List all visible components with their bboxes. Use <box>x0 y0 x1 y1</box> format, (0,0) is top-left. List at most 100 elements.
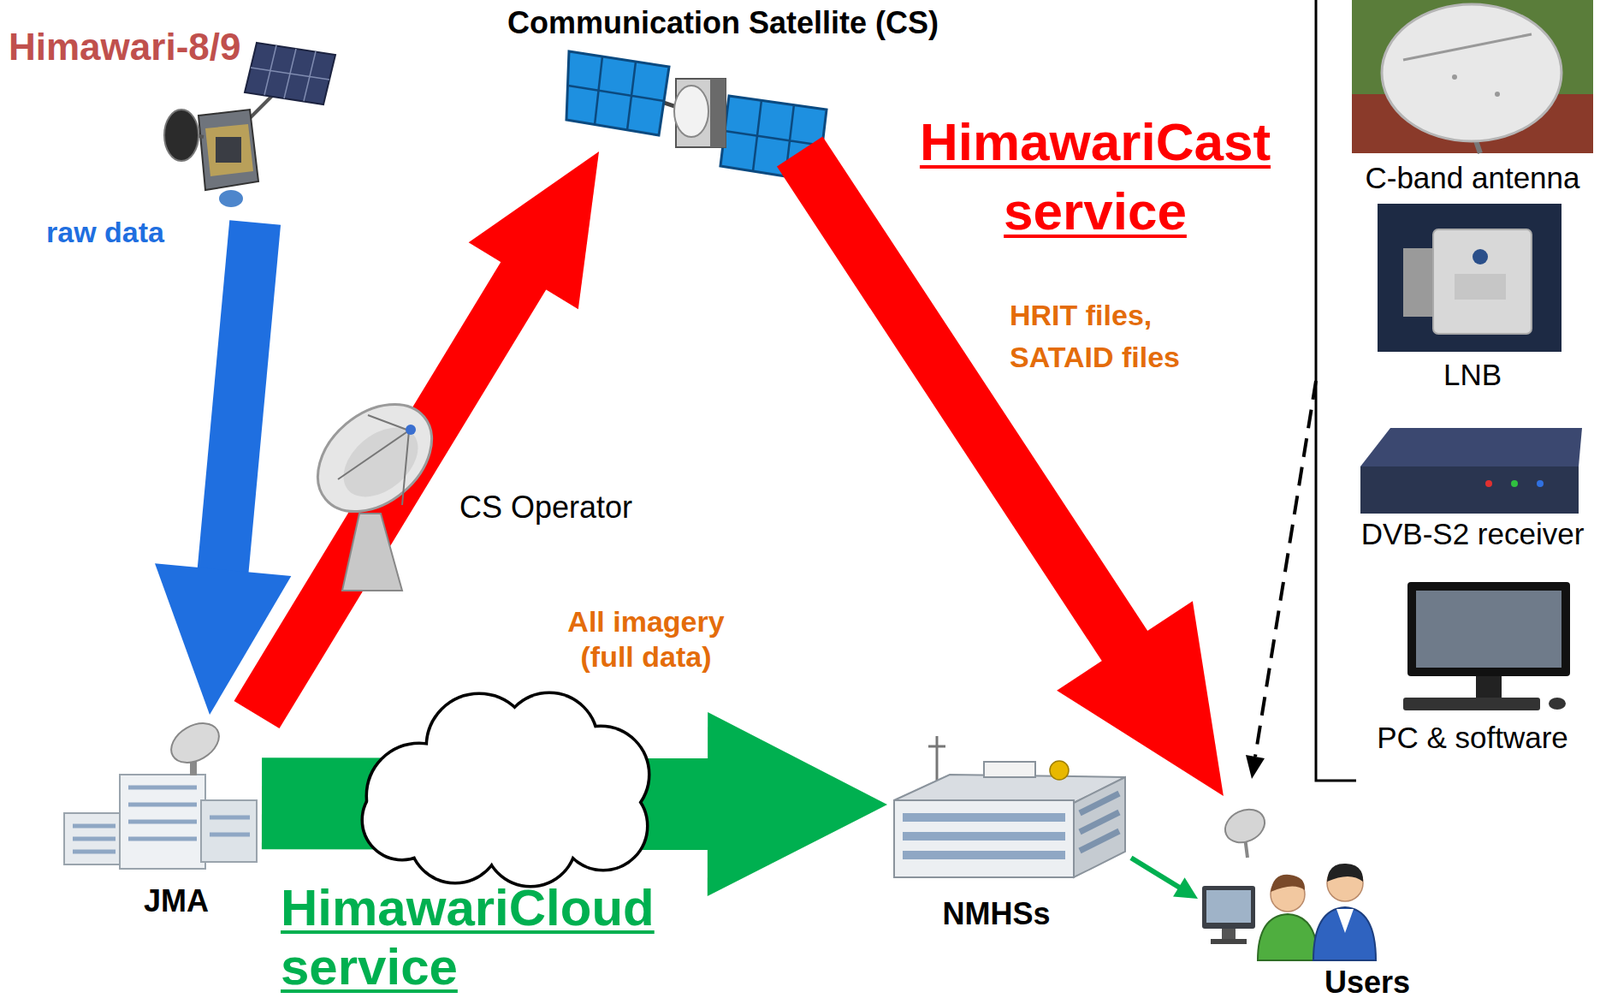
equipment-caption: PC & software <box>1347 720 1598 755</box>
pc-photo <box>1548 697 1566 710</box>
communication-satellite-icon <box>710 78 726 148</box>
pc-photo <box>1403 697 1541 711</box>
node-text: NMHSs <box>942 895 1050 931</box>
c-band-antenna-photo <box>1381 4 1562 142</box>
lnb-photo <box>1377 203 1562 352</box>
uplink-dish-icon <box>405 424 416 435</box>
jma-building-icon <box>164 715 226 771</box>
users-icon <box>1327 863 1363 882</box>
arrow-shaft <box>222 222 255 572</box>
jma-building-icon <box>64 715 257 869</box>
label-text: C-band antenna <box>1347 160 1598 196</box>
lnb-photo <box>1377 203 1562 352</box>
c-band-antenna-photo <box>1451 74 1458 80</box>
service-title: HimawariCast service <box>906 107 1284 246</box>
cloud-symbol <box>363 693 648 885</box>
communication-satellite-icon <box>674 85 709 137</box>
pc-photo <box>1403 581 1571 711</box>
users-node: Users <box>1197 795 1421 1002</box>
small-flow-arrow <box>1131 857 1198 899</box>
node-text: Communication Satellite (CS) <box>507 5 939 41</box>
service-title: HimawariCloud service <box>280 877 675 996</box>
users-icon <box>1202 885 1256 929</box>
flow-label: All imagery (full data) <box>547 604 745 675</box>
communication-satellite-icon <box>568 56 664 131</box>
data-flow-arrow <box>256 151 599 715</box>
nmhs-building-icon <box>1079 793 1120 851</box>
arrow-shaft <box>1131 857 1181 888</box>
lnb-photo <box>1454 273 1506 300</box>
uplink-dish-icon <box>342 513 403 591</box>
nmhs-building-icon <box>902 812 1066 822</box>
uplink-dish-icon <box>296 382 453 591</box>
dvb-s2-receiver-photo <box>1360 427 1583 467</box>
himawari-satellite-icon <box>250 45 330 101</box>
dvb-s2-receiver-photo <box>1536 480 1544 487</box>
equipment-caption: LNB <box>1347 357 1598 392</box>
label-text: LNB <box>1347 357 1598 392</box>
himawari-satellite-icon <box>164 109 199 161</box>
label-text: HimawariCast service <box>906 107 1284 246</box>
users-icon <box>1336 908 1354 933</box>
users-icon <box>1221 928 1236 939</box>
cloud-symbol <box>453 735 574 856</box>
users-icon <box>1257 913 1318 960</box>
label-text: DVB-S2 receiver <box>1347 516 1598 552</box>
edge-label-text: raw data <box>46 215 218 249</box>
label-text: PC & software <box>1347 720 1598 755</box>
users-icon <box>1202 803 1376 960</box>
nmhs-building-icon <box>894 800 1074 878</box>
pc-photo <box>1475 675 1502 698</box>
nmhs-building-icon <box>902 850 1066 860</box>
pc-photo <box>1416 590 1562 668</box>
arrow-head <box>468 151 599 309</box>
nmhs-building-icon <box>1049 760 1069 780</box>
uplink-dish-icon <box>296 382 453 534</box>
himawari-satellite-icon <box>205 124 254 177</box>
dvb-s2-receiver-photo <box>1360 427 1583 514</box>
edge-label-text: All imagery (full data) <box>547 604 745 675</box>
uplink-dish-icon <box>337 414 409 505</box>
label-text: HimawariCloud service <box>280 877 675 996</box>
edge-label-text: HRIT files, SATAID files <box>1009 294 1215 380</box>
cloud-symbol <box>363 693 648 885</box>
dashed-pointer-arrow <box>1255 380 1316 757</box>
nmhs-building-icon <box>894 735 1126 878</box>
users-icon <box>1206 889 1251 923</box>
operator-label: CS Operator <box>459 489 682 525</box>
jma-building-icon <box>72 787 250 852</box>
lnb-photo <box>1472 248 1488 265</box>
cloud-symbol <box>363 693 648 885</box>
himawari-satellite-icon <box>198 109 259 190</box>
nmhs-building-icon <box>902 831 1066 841</box>
dvb-s2-receiver-photo <box>1511 480 1518 487</box>
jma-building-icon <box>201 800 257 862</box>
dvb-s2-receiver-photo <box>1360 466 1579 514</box>
dashed-pointer-arrow <box>1245 380 1316 779</box>
cloud-symbol <box>363 781 441 859</box>
pc-photo <box>1407 581 1571 676</box>
agency-node: NMHSs <box>887 729 1132 933</box>
node-text: JMA <box>143 882 209 919</box>
nmhs-building-icon <box>1073 776 1126 878</box>
himawari-satellite-icon <box>215 136 242 163</box>
c-band-antenna-photo <box>1494 91 1500 97</box>
nmhs-building-icon <box>983 761 1036 777</box>
c-band-antenna-photo <box>1403 34 1532 60</box>
satellite-node: Communication Satellite (CS) <box>444 1 1002 152</box>
data-flow-arrow <box>800 151 1224 796</box>
arrow-head <box>1173 877 1198 899</box>
equipment-bracket <box>1315 0 1357 781</box>
equipment-caption: C-band antenna <box>1347 160 1598 196</box>
c-band-antenna-photo <box>1351 0 1594 154</box>
flow-label: HRIT files, SATAID files <box>1009 294 1215 380</box>
cloud-symbol <box>453 735 574 856</box>
dvb-s2-receiver-photo <box>1485 480 1493 487</box>
equipment-bracket <box>1315 0 1357 781</box>
users-icon <box>1270 874 1305 892</box>
